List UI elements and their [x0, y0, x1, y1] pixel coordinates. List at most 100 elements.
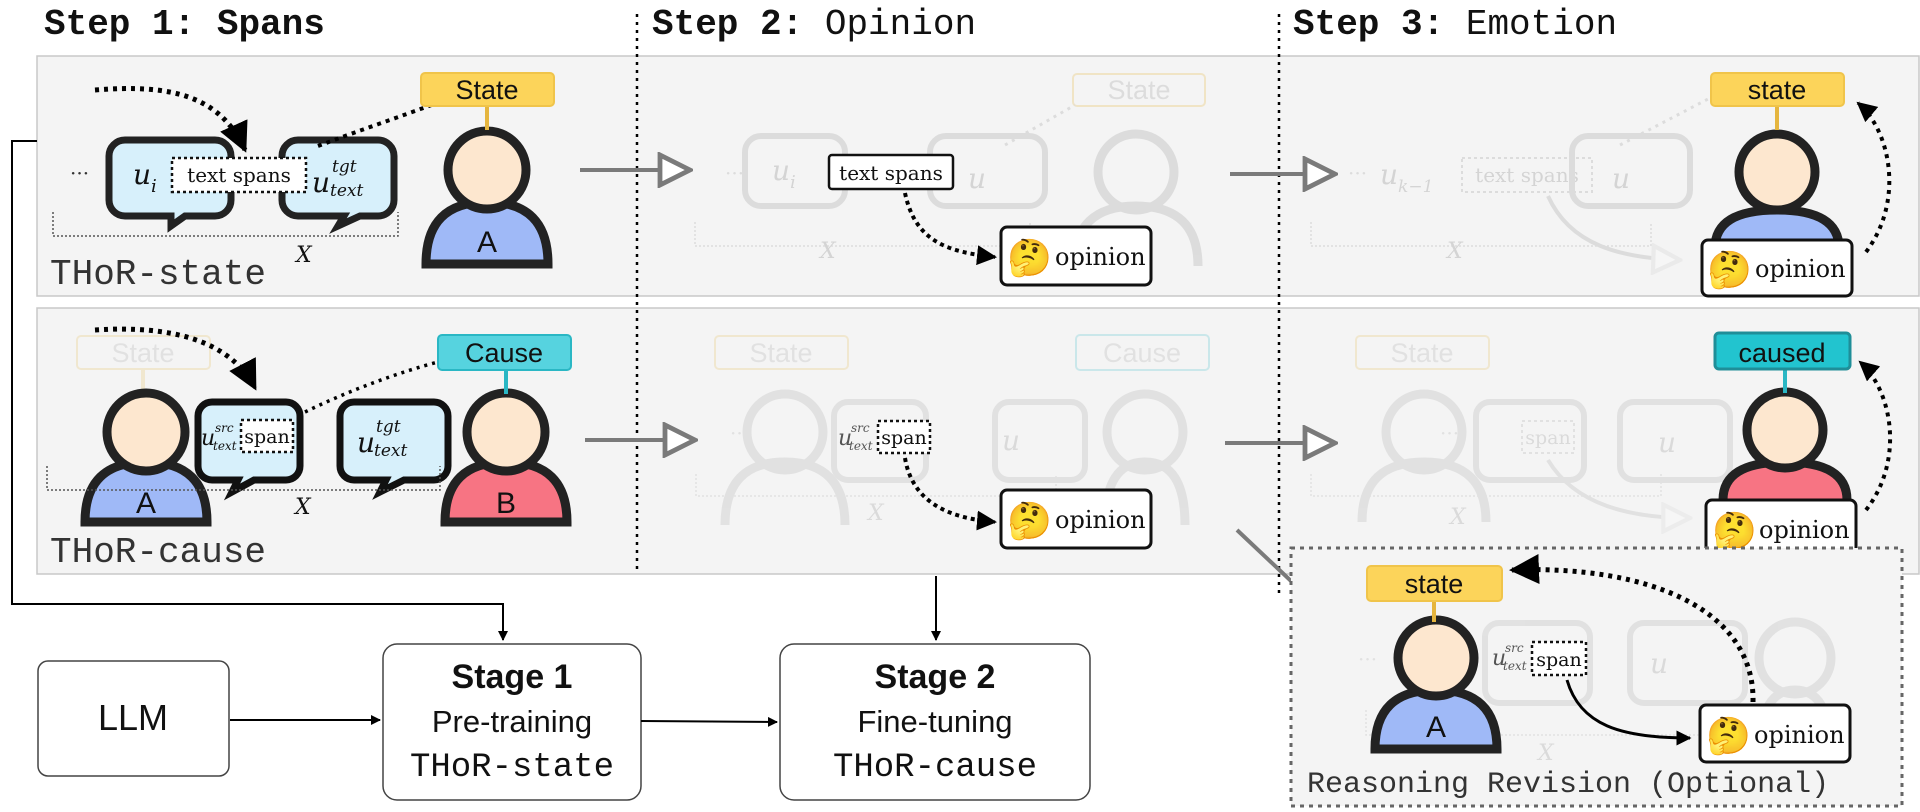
dotted-link-to-cause — [304, 360, 439, 414]
dotted-arrow-to-opinion-r2 — [903, 457, 997, 531]
tag-state-label: State — [455, 75, 518, 105]
text-spans-box-step2 — [827, 153, 955, 191]
svg-text:···: ··· — [1358, 647, 1377, 671]
tgt-superscript: tgt — [376, 417, 401, 437]
opinion-emoji: 🤔 — [1707, 249, 1752, 290]
span-box-r2-step2 — [876, 419, 932, 455]
opinion-box-revision — [1698, 703, 1852, 764]
tag-state-revision — [1366, 565, 1503, 602]
panel-thor-cause — [36, 307, 1920, 575]
opinion-emoji: 🤔 — [1712, 510, 1757, 551]
row2-step1: State A u src text span u tgt text X B C… — [46, 326, 572, 573]
svg-text:X: X — [866, 501, 885, 526]
u-label: u — [838, 426, 852, 451]
u-text-tgt-label: u — [312, 166, 330, 199]
row-label-thor-cause: THoR-cause — [50, 532, 266, 573]
svg-text:uk−1: uk−1 — [1380, 158, 1433, 197]
arrow-stage1-to-stage2 — [640, 716, 778, 727]
src-superscript: src — [851, 421, 870, 435]
tag-state — [420, 72, 555, 107]
step-2-header: Step 2: Opinion — [652, 4, 976, 45]
svg-text:span: span — [1525, 427, 1570, 449]
span-label: span — [1536, 649, 1581, 671]
solid-arrow-span-to-opinion — [1565, 679, 1692, 746]
x-bracket-r2 — [46, 466, 441, 491]
tag-caused — [1713, 331, 1852, 371]
svg-text:X: X — [818, 239, 837, 264]
llm-label: LLM — [98, 697, 168, 738]
person-a-label: A — [477, 226, 497, 259]
dotted-arrow-to-spans — [94, 86, 248, 153]
svg-text:u: u — [1612, 162, 1630, 195]
src-superscript: src — [215, 421, 234, 435]
svg-text:Cause: Cause — [1103, 338, 1181, 368]
row-label-thor-state: THoR-state — [50, 254, 266, 295]
text-spans-label-step2: text spans — [839, 161, 943, 185]
x-label: X — [294, 243, 313, 268]
dotted-arrow-to-opinion-r1 — [903, 192, 997, 266]
stage1-subtitle: Pre-training — [432, 704, 592, 739]
dotted-arrow-opinion-to-caused — [1858, 360, 1893, 512]
svg-text:u: u — [1650, 647, 1668, 680]
x-label: X — [293, 495, 312, 520]
text-subscript: text — [1503, 659, 1527, 673]
u-i-label: ui — [133, 158, 157, 197]
dotted-arrow-opinion-to-state-revision — [1509, 554, 1756, 703]
stage2-title: Stage 2 — [875, 658, 996, 696]
dotted-arrow-opinion-to-state-r1 — [1856, 101, 1892, 254]
span-box-r2 — [239, 418, 295, 454]
opinion-emoji: 🤔 — [1007, 237, 1052, 278]
step-1-header: Step 1: Spans — [44, 4, 325, 45]
dotted-link-to-state — [317, 94, 456, 148]
text-subscript: text — [849, 439, 873, 453]
span-label-r2: span — [244, 426, 289, 448]
svg-text:ui: ui — [772, 154, 796, 193]
tag-caused-label: caused — [1738, 338, 1825, 368]
src-superscript: src — [1505, 641, 1524, 655]
person-a-revision: A — [1370, 615, 1502, 754]
step-3-header: Step 3: Emotion — [1293, 4, 1617, 45]
person-a-r2-label: A — [136, 487, 156, 520]
speech-bubble-utext-tgt — [278, 136, 398, 234]
x-bracket — [52, 212, 399, 237]
svg-text:u: u — [968, 162, 986, 195]
opinion-label: opinion — [1055, 243, 1146, 271]
connector-to-stage1 — [11, 140, 508, 641]
text-spans-label: text spans — [187, 163, 291, 187]
opinion-box-r2-step2 — [999, 488, 1153, 550]
person-b: B — [440, 388, 572, 527]
tag-state-step3 — [1710, 72, 1845, 107]
stage2-subtitle: Fine-tuning — [857, 704, 1012, 739]
reasoning-revision-panel: u X ··· u src text span A state 🤔 opinio… — [1289, 546, 1904, 808]
svg-text:···: ··· — [730, 421, 749, 445]
stage2-box — [779, 643, 1091, 801]
opinion-box-r1-step3 — [1700, 238, 1854, 298]
svg-text:State: State — [749, 338, 812, 368]
text-subscript: text — [330, 181, 363, 201]
svg-text:···: ··· — [1348, 161, 1367, 185]
svg-text:X: X — [1448, 505, 1467, 530]
stage1-title: Stage 1 — [452, 658, 573, 696]
svg-text:text spans: text spans — [1475, 163, 1579, 187]
svg-text:State: State — [111, 338, 174, 368]
opinion-label: opinion — [1759, 516, 1850, 544]
opinion-emoji: 🤔 — [1007, 500, 1052, 541]
svg-text:u: u — [1002, 424, 1020, 457]
opinion-label: opinion — [1055, 506, 1146, 534]
person-b-label: B — [496, 487, 516, 520]
svg-text:X: X — [1445, 239, 1464, 264]
opinion-box-r1-step2 — [999, 225, 1153, 287]
speech-bubble-utext-tgt-r2 — [336, 398, 452, 500]
llm-box — [37, 660, 230, 777]
svg-text:X: X — [1536, 741, 1555, 766]
span-box-revision — [1530, 640, 1588, 677]
row1-step2: ··· ui u X State text spans 🤔 opinion — [694, 73, 1206, 287]
tag-cause-label: Cause — [465, 338, 543, 368]
text-spans-box — [170, 156, 308, 194]
dotted-arrow-to-span-r2 — [94, 326, 258, 391]
svg-text:State: State — [1390, 338, 1453, 368]
span-label: span — [881, 427, 926, 449]
ellipsis: ··· — [70, 161, 89, 185]
stage1-dataset: THoR-state — [410, 749, 614, 787]
